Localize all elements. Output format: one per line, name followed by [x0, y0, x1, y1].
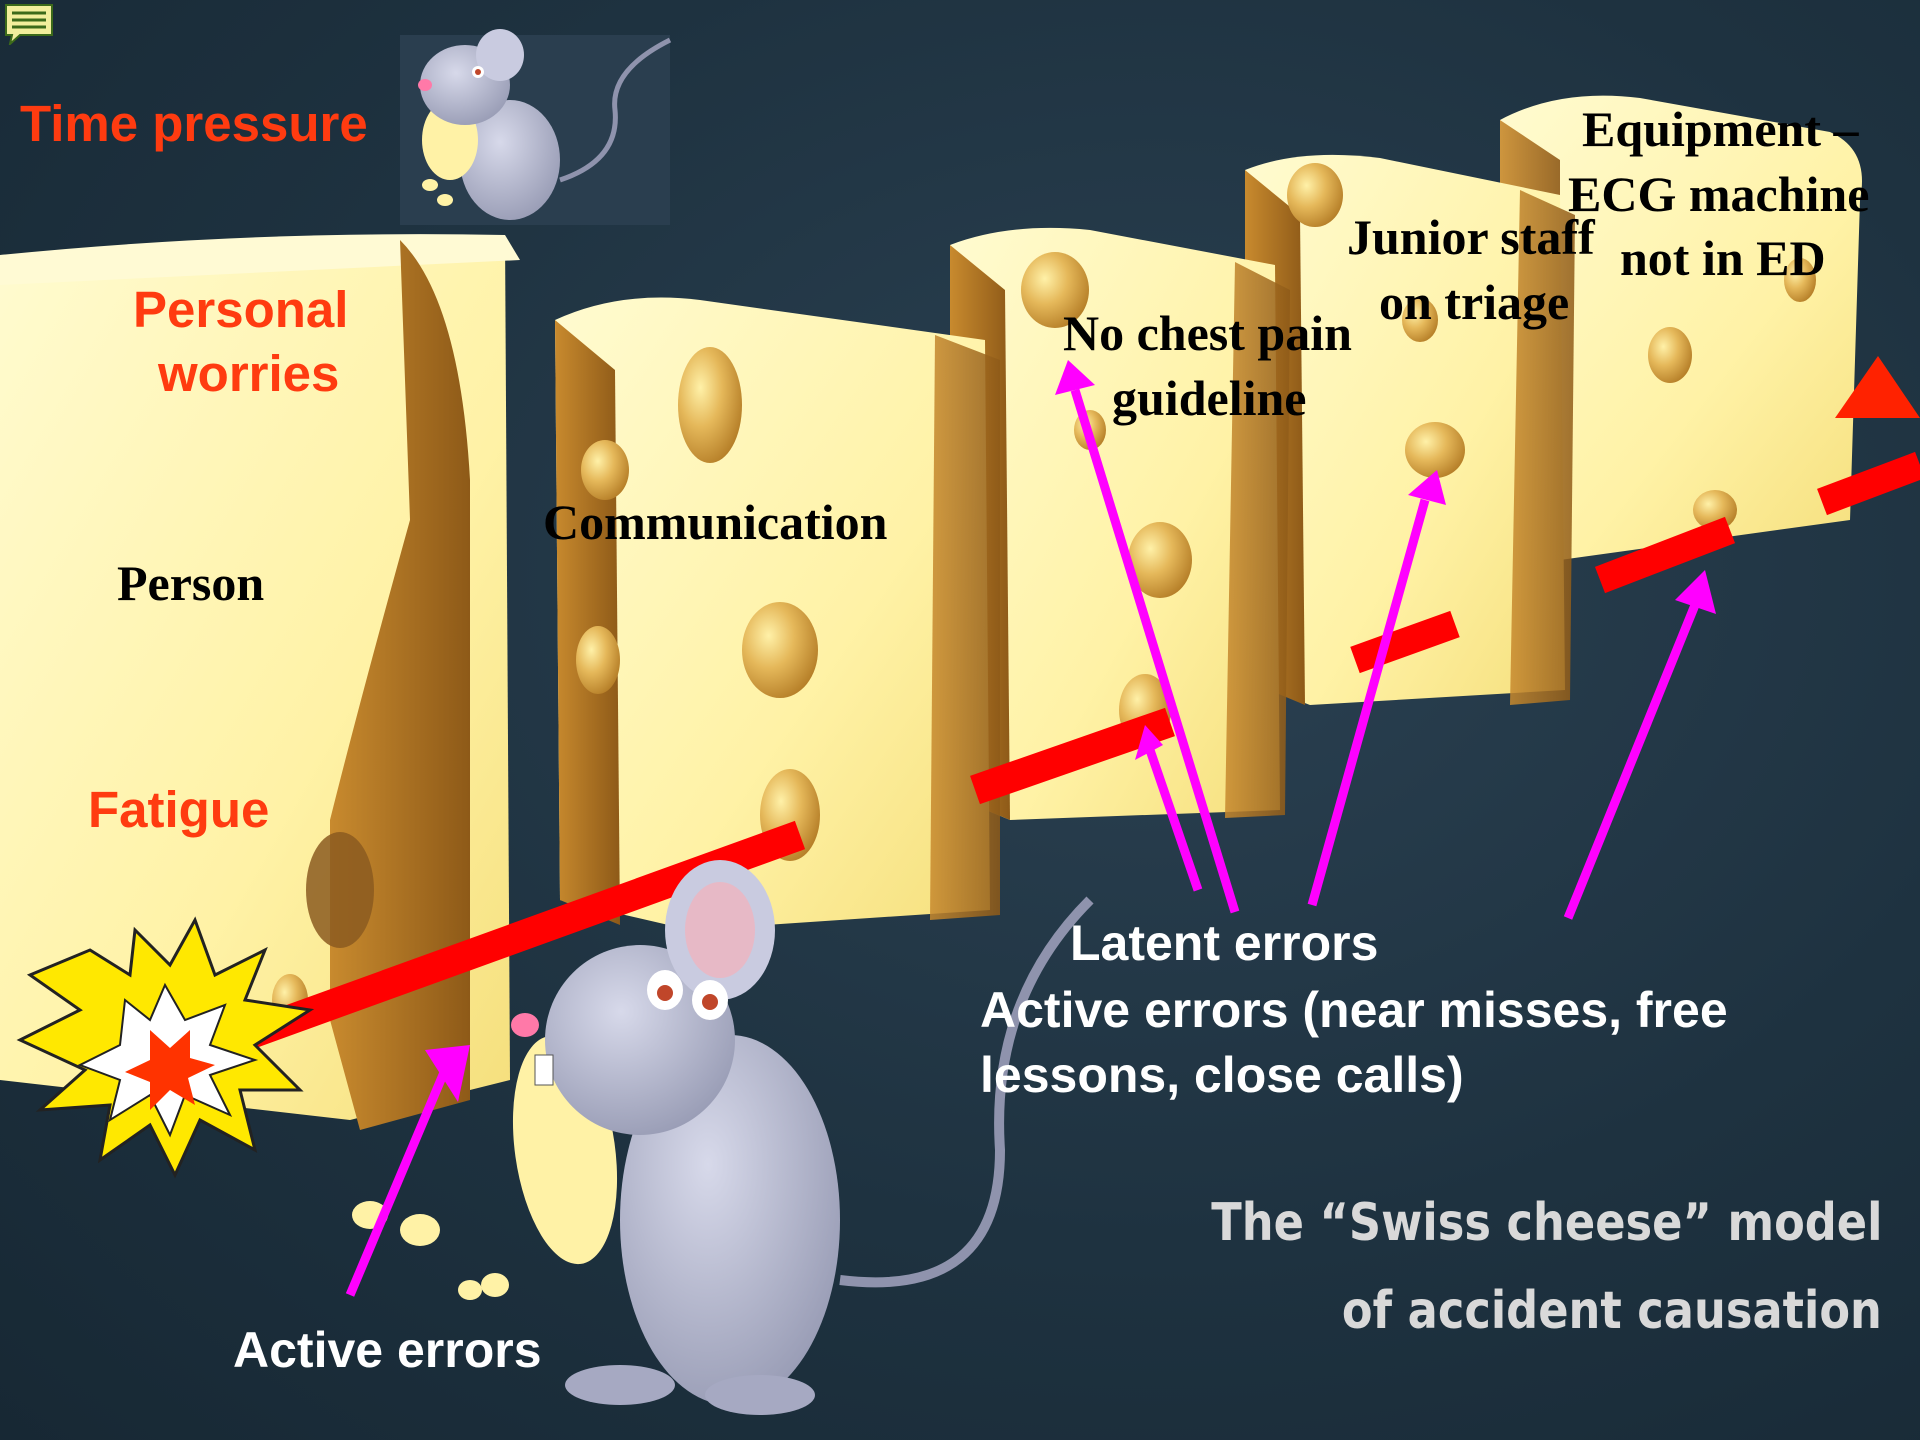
label-active-errors: Active errors: [233, 1325, 542, 1375]
cheese-crumbs: [352, 1201, 509, 1300]
label-junior-staff-line1: Junior staff: [1347, 212, 1595, 262]
label-personal-worries-line1: Personal: [133, 284, 348, 335]
label-equipment-line3: not in ED: [1620, 233, 1826, 283]
time-pressure-mouse-icon: [400, 29, 670, 225]
label-time-pressure: Time pressure: [20, 98, 368, 149]
label-equipment-line1: Equipment –: [1582, 104, 1858, 154]
label-latent-errors: Latent errors: [1070, 918, 1378, 968]
caption-line2: of accident causation: [1342, 1285, 1882, 1337]
label-junior-staff-line2: on triage: [1379, 277, 1569, 327]
label-personal-worries-line2: worries: [158, 348, 339, 399]
label-communication: Communication: [543, 497, 887, 547]
pointer-latent-4: [1568, 605, 1695, 918]
label-no-chest-pain-line2: guideline: [1112, 373, 1306, 423]
label-active-errors-near-misses-line2: lessons, close calls): [980, 1050, 1464, 1100]
mouse-icon: [499, 860, 1090, 1415]
label-active-errors-near-misses-line1: Active errors (near misses, free: [980, 985, 1728, 1035]
label-fatigue: Fatigue: [88, 784, 269, 835]
label-equipment-line2: ECG machine: [1568, 169, 1869, 219]
caption-line1: The “Swiss cheese” model: [1211, 1197, 1882, 1249]
label-person: Person: [117, 558, 264, 608]
label-no-chest-pain-line1: No chest pain: [1063, 308, 1352, 358]
notes-icon[interactable]: [4, 3, 54, 45]
